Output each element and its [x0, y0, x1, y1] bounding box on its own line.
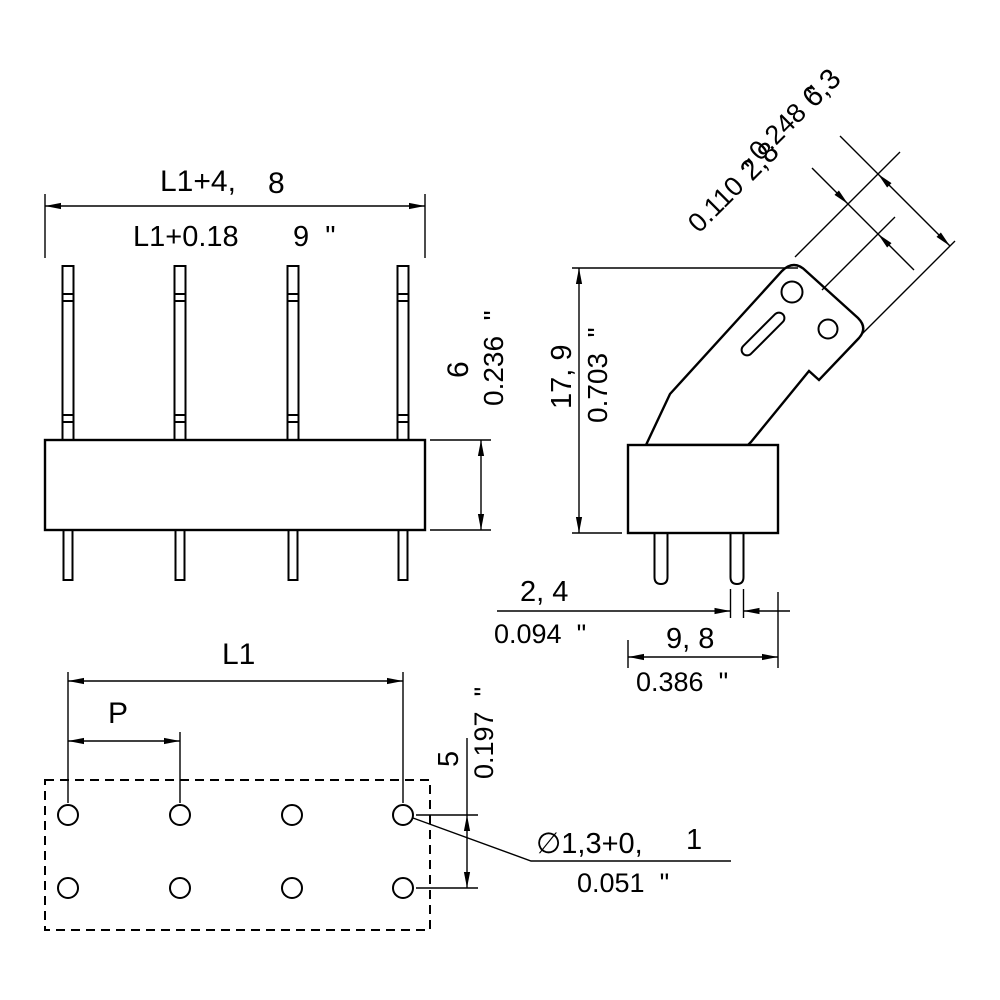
side-height-metric-label: 17, 9	[546, 345, 578, 410]
footprint-hole-imperial-label: 0.051 "	[577, 868, 669, 898]
side-tab-small-imperial-label: 0.110 "	[682, 153, 767, 238]
footprint-outline	[44, 779, 431, 931]
front-pin-notches	[62, 293, 409, 423]
front-top-pin	[173, 265, 187, 446]
side-tab-hole2	[817, 318, 839, 340]
side-pin2	[729, 524, 745, 586]
side-tab-small-dim-arrow2	[877, 233, 915, 271]
front-width-metric-label: L1+4,	[160, 165, 236, 198]
side-view: 6,3 0.248 " 2,8 0.110 " 17, 9 0.703 " 2,…	[494, 63, 956, 697]
footprint-hole	[281, 804, 303, 826]
footprint-hole-metric-label: ∅1,3+0,	[536, 828, 643, 860]
front-width-imperial-label: L1+0.18	[133, 221, 239, 253]
footprint-row-imperial-label: 0.197 "	[469, 687, 499, 779]
side-tab	[644, 263, 865, 447]
footprint-hole	[169, 877, 191, 899]
side-body-imperial-label: 0.386 "	[636, 667, 728, 697]
front-body	[43, 438, 427, 532]
front-bottom-pin	[62, 527, 74, 581]
front-top-pin	[286, 265, 300, 446]
footprint-pitch-label: P	[108, 697, 128, 730]
front-bottom-pin	[174, 527, 186, 581]
footprint-hole	[57, 877, 79, 899]
front-top-pin	[396, 265, 410, 446]
front-bottom-pin	[397, 527, 409, 581]
side-tab-hole	[780, 280, 804, 304]
front-height-metric-label: 6	[442, 361, 475, 378]
footprint-row-metric-label: 5	[433, 751, 465, 767]
footprint-hole	[392, 804, 414, 826]
side-tab-slot	[740, 311, 786, 357]
front-width-imperial-label2: 9 "	[293, 221, 336, 253]
front-view: L1+4, 8 L1+0.18 9 " 6 0.236 "	[43, 165, 509, 581]
footprint-view: L1 P 5 0.197 " ∅1,3+0, 1 0.051 "	[44, 638, 731, 931]
front-top-pin	[61, 265, 75, 446]
footprint-extension-lines	[67, 672, 731, 889]
front-bottom-pin	[287, 527, 299, 581]
side-tab-small-dim-arrow1	[811, 167, 849, 205]
footprint-hole	[392, 877, 414, 899]
footprint-hole	[281, 877, 303, 899]
front-width-metric-label2: 8	[268, 167, 285, 200]
side-body	[626, 443, 780, 535]
side-pin-imperial-label: 0.094 "	[494, 619, 586, 649]
side-pin-metric-label: 2, 4	[520, 576, 568, 608]
footprint-hole	[57, 804, 79, 826]
front-height-imperial-label: 0.236 "	[478, 310, 509, 406]
front-extension-lines	[44, 194, 491, 531]
footprint-length-label: L1	[222, 638, 255, 671]
side-height-imperial-label: 0.703 "	[582, 327, 613, 423]
footprint-hole	[169, 804, 191, 826]
footprint-hole-metric-label2: 1	[686, 824, 702, 856]
side-body-metric-label: 9, 8	[666, 623, 714, 655]
side-tab-large-dim-line	[877, 173, 951, 247]
side-pin	[653, 524, 669, 586]
